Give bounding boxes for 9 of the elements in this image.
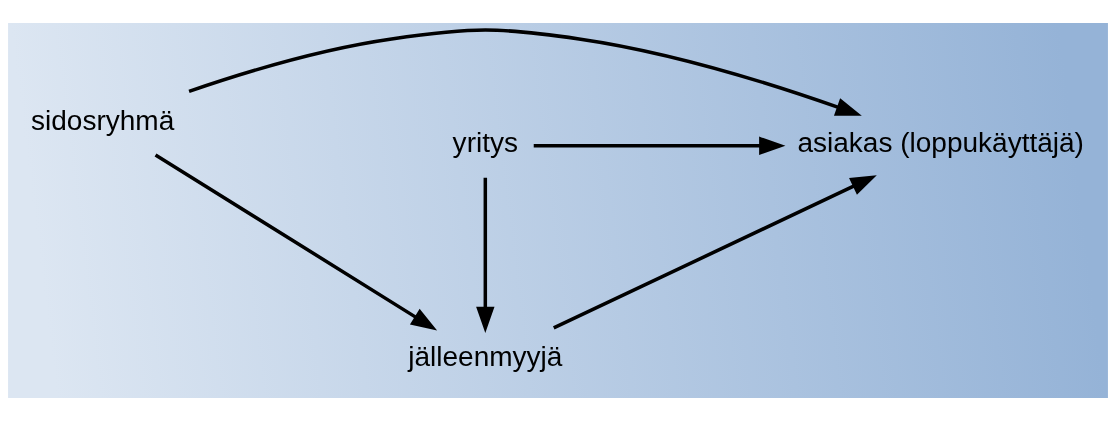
node-text: jälleenmyyjä [408,341,563,373]
node-text: asiakas (loppukäyttäjä) [797,127,1084,159]
node-text: sidosryhmä [31,104,175,136]
arrow [553,175,877,330]
arrow [188,28,862,116]
arrow [476,177,495,334]
node-text: yritys [452,127,518,159]
arrow [533,136,786,155]
arrow [154,153,438,331]
